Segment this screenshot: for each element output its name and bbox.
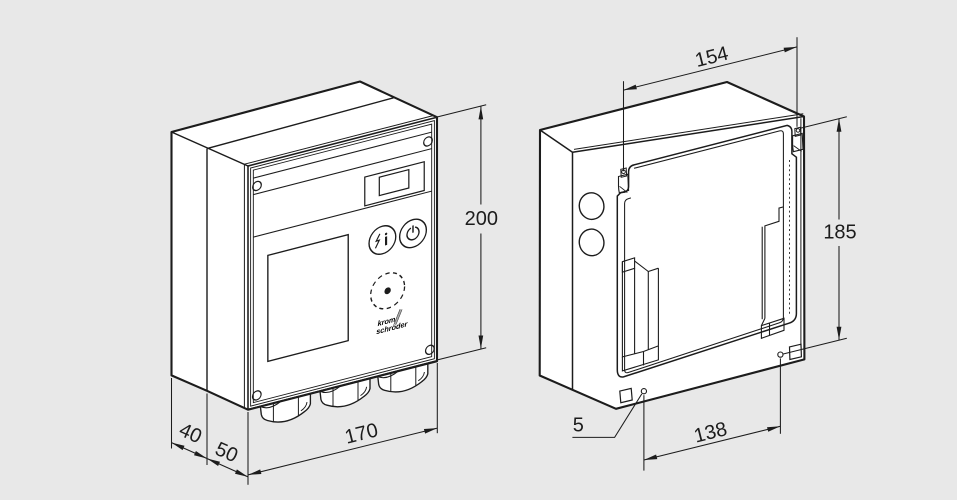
cavity-rim xyxy=(616,124,798,378)
dim-mount-height-label: 185 xyxy=(823,222,856,244)
bottom-pocket-left xyxy=(619,387,633,404)
dimension-arrows xyxy=(171,46,842,477)
display-screen xyxy=(378,168,410,197)
dim-height-label: 200 xyxy=(465,208,498,230)
dim-hole-diameter-label: 5 xyxy=(573,415,584,437)
front-view: krom schröder xyxy=(170,80,439,423)
screw-bottom-right xyxy=(424,344,435,356)
screw-top-right xyxy=(423,136,433,147)
cable-knockout-bottom xyxy=(578,228,605,257)
display-bezel xyxy=(364,160,425,207)
optical-interface xyxy=(370,272,406,310)
screw-bottom-left xyxy=(251,390,262,401)
reset-info-icon xyxy=(374,232,388,249)
rear-view-structural-edges xyxy=(539,113,805,390)
viewing-window xyxy=(267,233,349,363)
dimensions xyxy=(170,37,847,485)
mounting-keyhole-left xyxy=(617,167,630,194)
reset-info-button[interactable] xyxy=(368,223,397,257)
mounting-keyhole-right xyxy=(792,126,804,153)
rear-view xyxy=(538,80,806,410)
interior-rail-right xyxy=(760,206,785,340)
power-button[interactable] xyxy=(398,216,428,250)
interior-rail-left xyxy=(621,257,659,372)
mounting-hole-right xyxy=(777,351,784,358)
front-view-structural-edges xyxy=(171,97,434,409)
bottom-pocket-right xyxy=(788,343,803,361)
cavity-back-face xyxy=(624,130,784,374)
optical-interface-dot xyxy=(384,287,391,295)
screw-top-left xyxy=(252,180,262,192)
power-icon xyxy=(406,225,420,241)
mounting-hole-left xyxy=(640,388,648,395)
rear-view-housing-outline xyxy=(538,80,806,410)
cable-glands xyxy=(259,363,429,423)
cable-knockout-top xyxy=(578,192,605,221)
